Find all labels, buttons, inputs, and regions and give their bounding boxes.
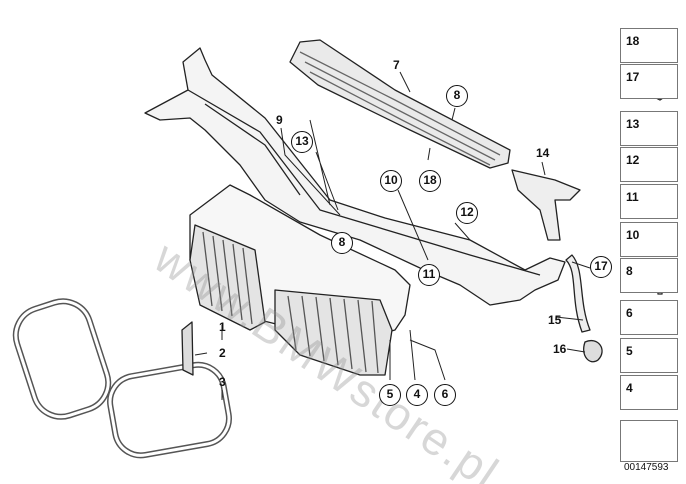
sidebar-part-number: 8	[626, 264, 633, 278]
callout-15: 15	[548, 313, 562, 327]
sidebar-part-17[interactable]: 17	[620, 64, 678, 99]
sidebar-part-number: 11	[626, 190, 639, 204]
callout-13: 13	[291, 131, 313, 153]
callout-6: 6	[434, 384, 456, 406]
callout-7: 7	[393, 58, 400, 72]
callout-8-upper: 8	[446, 85, 468, 107]
sidebar-part-number: 10	[626, 228, 640, 242]
air-duct-outline	[289, 39, 511, 169]
clip-16	[583, 339, 603, 363]
sidebar-part-4[interactable]: 4	[620, 375, 678, 410]
sidebar-part-number: 12	[626, 153, 640, 167]
sidebar-part-5[interactable]: 5	[620, 338, 678, 373]
trim-strip	[181, 321, 194, 376]
callout-17: 17	[590, 256, 612, 278]
trim-panel-outline	[144, 47, 566, 306]
callout-11: 11	[418, 264, 440, 286]
callout-18: 18	[419, 170, 441, 192]
hose-15	[565, 254, 591, 333]
callout-14: 14	[536, 146, 550, 160]
callout-12: 12	[456, 202, 478, 224]
sidebar-part-8[interactable]: 8	[620, 258, 678, 293]
sidebar-part-number: 18	[626, 34, 640, 48]
duct-14	[511, 169, 581, 241]
callout-9: 9	[276, 113, 283, 127]
figure-number: 00147593	[624, 462, 669, 473]
callout-10: 10	[380, 170, 402, 192]
callout-5: 5	[379, 384, 401, 406]
callout-1: 1	[219, 320, 226, 334]
sidebar-part-number: 6	[626, 306, 633, 320]
callout-4: 4	[406, 384, 428, 406]
sidebar-part-11[interactable]: 11	[620, 184, 678, 219]
callout-2: 2	[219, 346, 226, 360]
sidebar-part-12[interactable]: 12	[620, 147, 678, 182]
sidebar-part-6[interactable]: 6	[620, 300, 678, 335]
right-grille-frame	[107, 361, 232, 459]
sidebar-next-arrow[interactable]	[620, 420, 678, 462]
sidebar-part-number: 17	[626, 70, 640, 84]
sidebar-part-number: 5	[626, 344, 633, 358]
callout-8-lower: 8	[331, 232, 353, 254]
callout-16: 16	[553, 342, 567, 356]
callout-3: 3	[219, 375, 226, 389]
sidebar-part-10[interactable]: 10	[620, 222, 678, 257]
sidebar-part-number: 4	[626, 381, 633, 395]
sidebar-part-number: 13	[626, 117, 640, 131]
sidebar-part-13[interactable]: 13	[620, 111, 678, 146]
sidebar-part-18[interactable]: 18	[620, 28, 678, 63]
